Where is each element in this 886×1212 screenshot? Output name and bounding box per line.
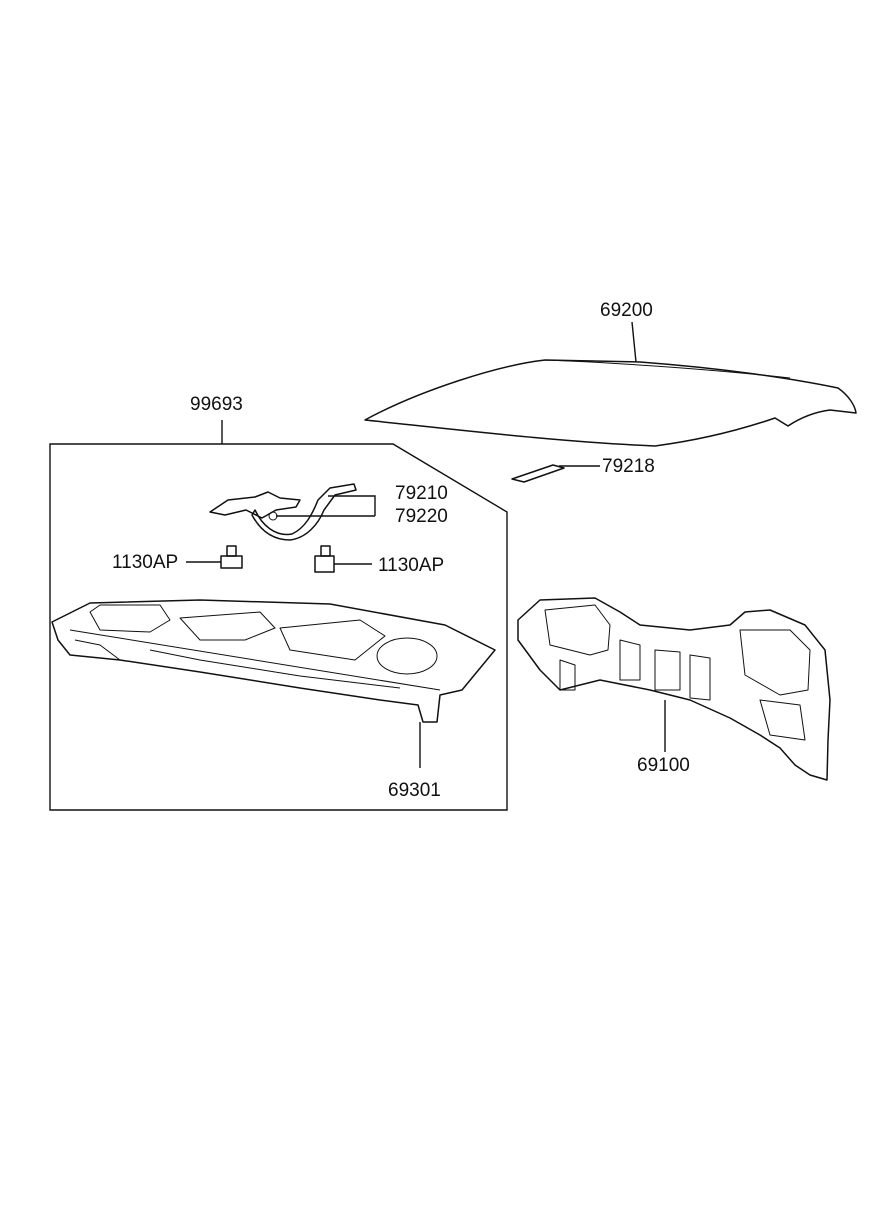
back-panel-69100 bbox=[517, 597, 831, 781]
roof-panel-69200 bbox=[364, 321, 857, 447]
label-69200: 69200 bbox=[600, 300, 653, 321]
bolt-right-1130AP bbox=[314, 545, 372, 573]
label-1130AP-right: 1130AP bbox=[378, 555, 444, 576]
bolt-left-1130AP bbox=[186, 545, 243, 569]
kit-box-99693 bbox=[49, 420, 508, 811]
label-99693: 99693 bbox=[190, 394, 243, 415]
label-79220: 79220 bbox=[395, 506, 448, 527]
package-tray-69301 bbox=[51, 599, 496, 768]
hinge-79210-79220 bbox=[209, 483, 376, 541]
label-79218: 79218 bbox=[602, 456, 655, 477]
label-1130AP-left: 1130AP bbox=[112, 552, 178, 573]
roof-strip-79218 bbox=[511, 464, 600, 483]
label-79210: 79210 bbox=[395, 483, 448, 504]
label-69100: 69100 bbox=[637, 755, 690, 776]
label-69301: 69301 bbox=[388, 780, 441, 801]
